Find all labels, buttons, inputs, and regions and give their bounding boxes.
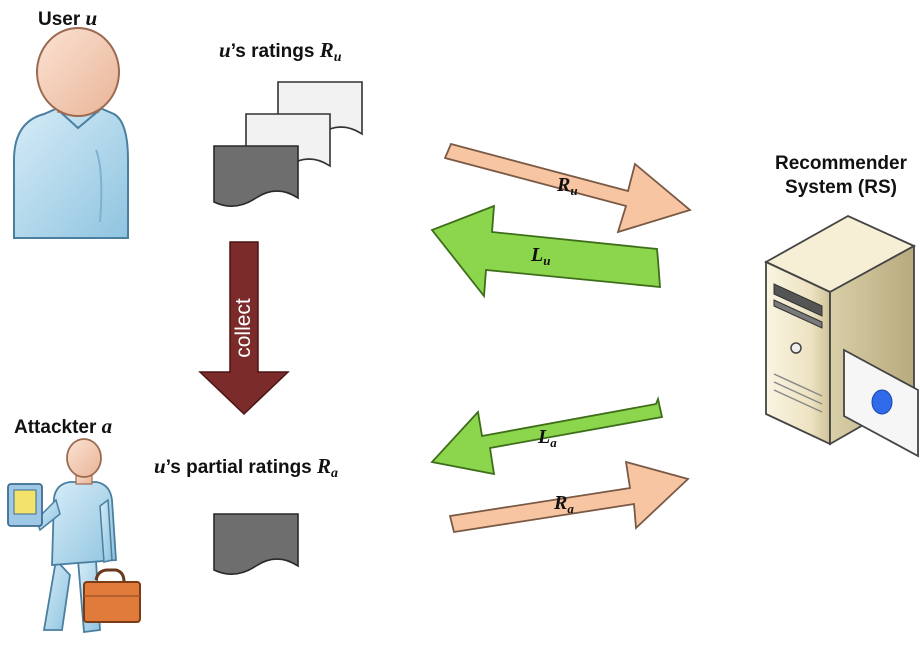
user-ratings-sub: u [333, 50, 342, 65]
attacker-label: Attackter a [14, 414, 112, 439]
user-ratings-symbol: R [319, 38, 334, 62]
arrow-ru [443, 142, 692, 234]
user-icon [13, 27, 129, 239]
user-ratings-text: ’s ratings [230, 41, 315, 62]
collect-label: collect [232, 298, 255, 358]
arrow-lu-label: Lu [531, 244, 550, 269]
user-label: User u [38, 6, 97, 31]
arrow-ra-symbol: R [554, 492, 568, 514]
partial-ratings-var: u [154, 454, 166, 478]
arrow-la [430, 395, 664, 476]
partial-ratings-symbol: R [317, 454, 332, 478]
arrow-ru-sub: u [570, 183, 578, 198]
user-label-text: User [38, 9, 81, 30]
arrow-la-label: La [538, 426, 557, 451]
arrow-ru-symbol: R [557, 174, 571, 196]
arrow-ru-label: Ru [557, 174, 578, 199]
attacker-label-var: a [101, 414, 113, 438]
partial-ratings-text: ’s partial ratings [165, 457, 312, 478]
arrow-lu [430, 204, 661, 299]
arrow-ra [448, 460, 690, 534]
partial-ratings-sub: a [331, 466, 339, 481]
user-ratings-label: u’s ratings Ru [219, 38, 342, 66]
arrow-la-symbol: L [538, 426, 551, 448]
user-ratings-var: u [219, 38, 231, 62]
rs-label-line1: Recommender [775, 153, 907, 174]
partial-ratings-document [213, 513, 299, 575]
partial-ratings-label: u’s partial ratings Ra [154, 454, 338, 482]
collect-arrow [198, 241, 290, 416]
arrow-la-sub: a [550, 435, 557, 450]
arrow-lu-symbol: L [531, 244, 544, 266]
arrow-ra-sub: a [567, 501, 574, 516]
attacker-label-text: Attackter [14, 417, 97, 438]
rs-label: Recommender System (RS) [764, 152, 918, 200]
server-icon [764, 214, 919, 458]
arrow-ra-label: Ra [554, 492, 574, 517]
attacker-icon [7, 438, 141, 634]
user-ratings-documents [213, 81, 363, 207]
user-label-var: u [85, 6, 98, 30]
rs-label-line2: System (RS) [785, 177, 897, 198]
arrow-lu-sub: u [543, 253, 551, 268]
